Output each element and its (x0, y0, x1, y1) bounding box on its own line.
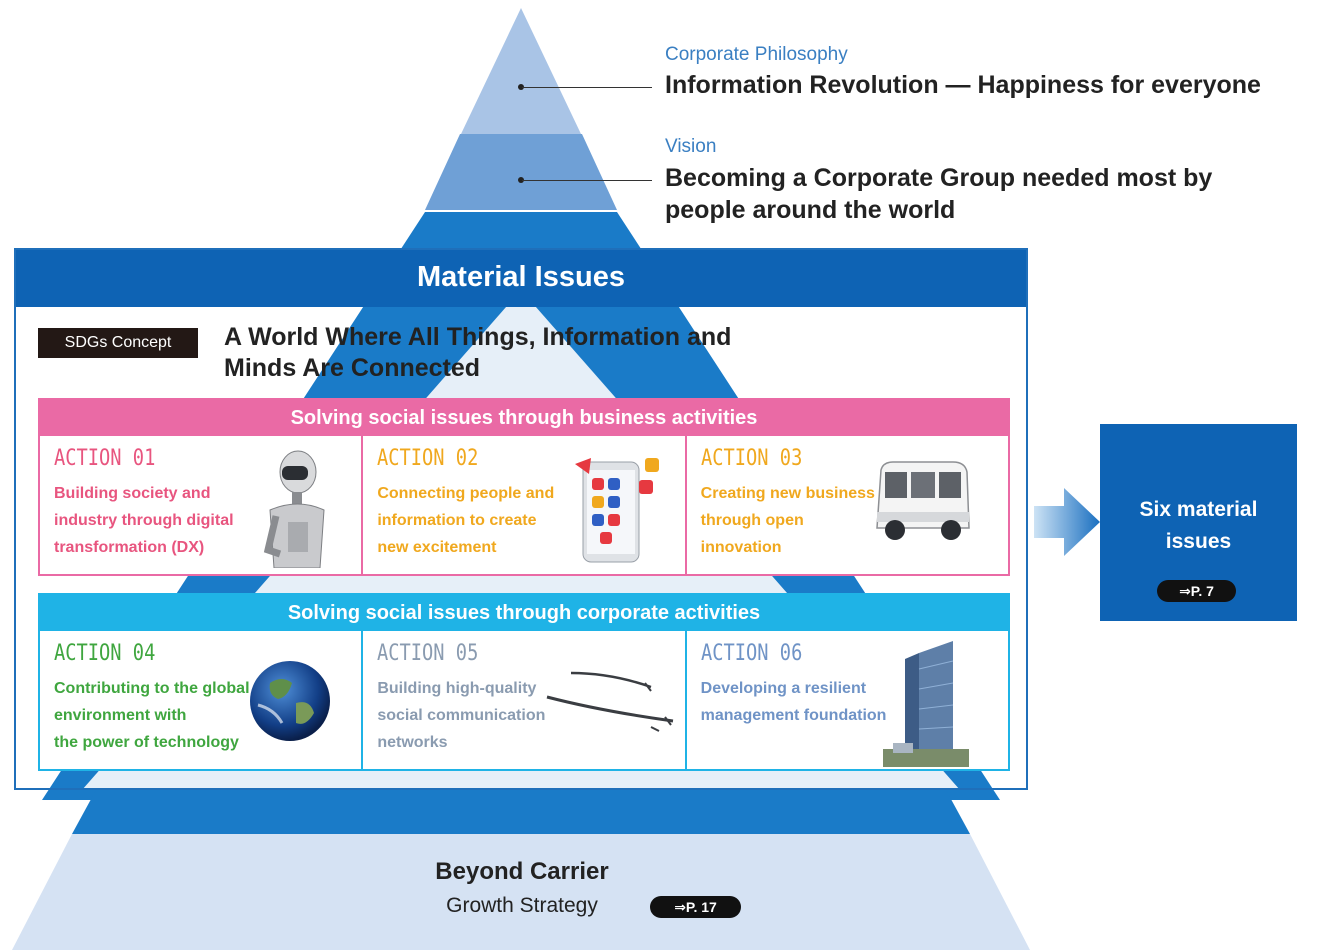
pyramid-tier-strategy-band (72, 790, 970, 834)
action-03-line1: Creating new business (700, 485, 875, 502)
action-03-line2: through open (700, 512, 804, 529)
action-03-number: ACTION 03 (700, 446, 802, 471)
vision-text-line1: Becoming a Corporate Group needed most b… (665, 164, 1213, 192)
pyramid-tier-strategy (12, 834, 1030, 950)
philosophy-pointer-line (522, 87, 652, 88)
sdgs-concept-badge: SDGs Concept (38, 328, 198, 358)
action-04-line3: the power of technology (54, 734, 239, 751)
action-04-card: ACTION 04 Contributing to the global env… (40, 631, 362, 769)
action-01-line2: industry through digital (54, 512, 234, 529)
action-05-line1: Building high-quality (377, 680, 537, 697)
action-02-line2: information to create (377, 512, 537, 529)
action-03-card: ACTION 03 Creating new business through … (684, 436, 1008, 574)
action-05-line3: networks (377, 734, 448, 751)
six-material-issues-title: Six material issues (1100, 494, 1297, 558)
action-02-number: ACTION 02 (377, 446, 479, 471)
vision-text-line2: people around the world (665, 196, 956, 224)
growth-strategy-subtitle: Growth Strategy (446, 894, 598, 917)
action-01-card: ACTION 01 Building society and industry … (40, 436, 362, 574)
action-02-line1: Connecting people and (377, 485, 555, 502)
action-04-text: Contributing to the global environment w… (54, 675, 264, 756)
action-05-line2: social communication (377, 707, 546, 724)
earth-icon (250, 661, 330, 741)
philosophy-label: Corporate Philosophy (665, 44, 848, 65)
vision-pointer-line (522, 180, 652, 181)
action-04-number: ACTION 04 (54, 641, 156, 666)
business-activities-group: Solving social issues through business a… (38, 398, 1010, 576)
vision-label: Vision (665, 136, 717, 157)
action-06-card: ACTION 06 Developing a resilient managem… (684, 631, 1008, 769)
pyramid-tier-philosophy (461, 8, 581, 134)
action-03-text: Creating new business through open innov… (701, 480, 891, 561)
six-material-issues-box: Six material issues ⇒P. 7 (1100, 424, 1297, 621)
action-01-text: Building society and industry through di… (54, 480, 244, 561)
action-03-line3: innovation (700, 539, 782, 556)
pyramid-tier-vision (425, 134, 617, 210)
sdgs-title-line2: Minds Are Connected (224, 354, 481, 382)
action-05-text: Building high-quality social communicati… (377, 675, 567, 756)
cable-icon (546, 671, 674, 732)
action-02-card: ACTION 02 Connecting people and informat… (361, 436, 685, 574)
action-04-line2: environment with (54, 707, 187, 724)
action-01-line3: transformation (DX) (54, 539, 205, 556)
vision-pointer-dot (518, 177, 524, 183)
action-06-line2: management foundation (700, 707, 887, 724)
six-title-line1: Six material (1139, 498, 1258, 521)
action-01-number: ACTION 01 (54, 446, 156, 471)
beyond-carrier-title: Beyond Carrier (435, 858, 609, 885)
action-02-text: Connecting people and information to cre… (377, 480, 567, 561)
six-title-line2: issues (1165, 530, 1232, 553)
action-04-line1: Contributing to the global (54, 680, 250, 697)
smartphone-icon (575, 458, 660, 563)
action-02-line3: new excitement (377, 539, 497, 556)
right-arrow-icon (1034, 488, 1100, 556)
corporate-activities-group: Solving social issues through corporate … (38, 593, 1010, 771)
action-06-number: ACTION 06 (700, 641, 802, 666)
material-issues-title: Material Issues (16, 250, 1026, 307)
action-05-number: ACTION 05 (377, 641, 479, 666)
action-06-text: Developing a resilient management founda… (701, 675, 891, 729)
business-activities-header: Solving social issues through business a… (40, 400, 1008, 436)
action-06-line1: Developing a resilient (700, 680, 867, 697)
bus-icon (875, 461, 970, 540)
page-7-reference-link[interactable]: ⇒P. 7 (1157, 580, 1236, 602)
building-icon (882, 641, 969, 767)
corporate-activities-header: Solving social issues through corporate … (40, 595, 1008, 631)
sdgs-concept-title: A World Where All Things, Information an… (224, 322, 824, 384)
material-issues-panel: Material Issues SDGs Concept A World Whe… (14, 248, 1028, 790)
philosophy-text: Information Revolution — Happiness for e… (665, 71, 1261, 99)
robot-icon (263, 450, 325, 568)
page-17-reference-link[interactable]: ⇒P. 17 (650, 896, 741, 918)
philosophy-pointer-dot (518, 84, 524, 90)
action-01-line1: Building society and (54, 485, 211, 502)
action-05-card: ACTION 05 Building high-quality social c… (361, 631, 685, 769)
sdgs-title-line1: A World Where All Things, Information an… (224, 323, 732, 351)
